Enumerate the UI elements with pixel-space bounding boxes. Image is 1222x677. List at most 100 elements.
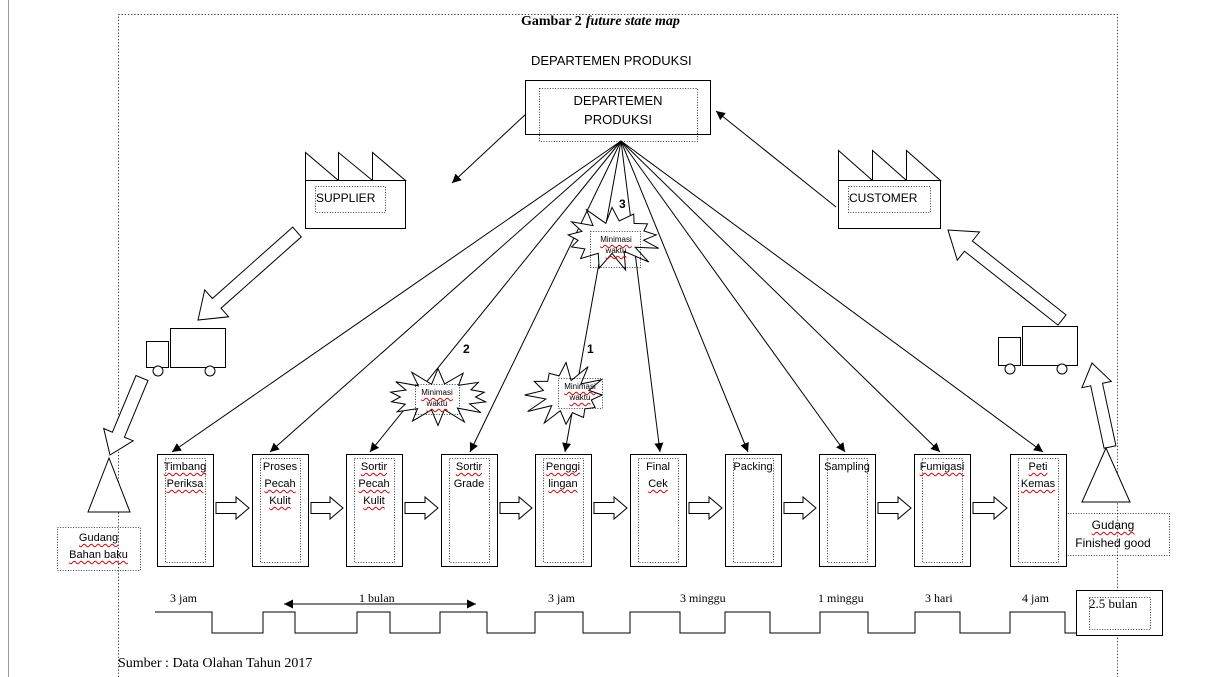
- process-label-line: Kulit: [363, 495, 385, 507]
- process-box-fumigasi: [914, 454, 971, 567]
- customer-label: CUSTOMER: [849, 191, 918, 205]
- process-label-line: Packing: [733, 461, 773, 473]
- process-label-line: Sampling: [824, 461, 870, 473]
- push-arrow-icon: [877, 495, 912, 521]
- timeline-label: 3 jam: [548, 591, 575, 605]
- push-arrow-icon: [310, 495, 344, 521]
- production-control-line: DEPARTEMEN: [573, 93, 663, 108]
- process-label-line: Sortir: [455, 461, 483, 473]
- process-label-line: Penggi: [545, 461, 581, 473]
- process-label-final-cek: Final Cek: [630, 459, 686, 493]
- production-control-inner-box: [539, 88, 698, 142]
- kaizen-label-line: waktu: [426, 399, 448, 408]
- kaizen-burst-3: [566, 206, 659, 272]
- schedule-line-fumigasi: [620, 140, 941, 453]
- process-label-line: Pecah: [358, 478, 390, 490]
- kaizen-label-line: Minimasi: [600, 235, 632, 244]
- push-arrow-icon: [499, 495, 533, 521]
- process-label-line: Timbang: [163, 461, 207, 473]
- kaizen-number-3: 3: [619, 197, 626, 211]
- shipment-arrow-supplier-to-truck: [197, 226, 303, 321]
- truck-icon: [146, 328, 226, 377]
- kaizen-label-2: Minimasi waktu: [411, 387, 463, 409]
- kaizen-number-1: 1: [587, 342, 594, 356]
- schedule-lines: [171, 140, 1044, 453]
- kaizen-label-3: Minimasi waktu: [590, 234, 642, 256]
- supplier-label: SUPPLIER: [316, 191, 376, 205]
- timeline-label: 3 minggu: [680, 591, 726, 605]
- push-arrow-icon: [783, 495, 817, 521]
- kaizen-label-line: Minimasi: [421, 388, 453, 397]
- process-label-line: Final: [646, 461, 670, 473]
- storage-label-line: Gudang: [1091, 518, 1135, 532]
- process-box-sortir-grade: [441, 454, 498, 567]
- process-label-line: Sortir: [360, 461, 388, 473]
- production-control-line: PRODUKSI: [584, 112, 652, 127]
- info-flow-to-supplier: [451, 112, 528, 184]
- process-box-proses-pecah-kulit: [252, 454, 309, 567]
- timeline-label: 3 hari: [925, 591, 953, 605]
- lead-time-total-inner-box: [1089, 597, 1151, 630]
- schedule-line-peti-kemas: [620, 140, 1044, 453]
- timeline-label: 4 jam: [1022, 591, 1049, 605]
- schedule-line-timbang-periksa: [171, 140, 622, 453]
- process-box-final-cek: [630, 454, 687, 567]
- process-label-line: Grade: [453, 478, 485, 490]
- storage-label-line: Finished good: [1075, 536, 1151, 550]
- kaizen-label-line: waktu: [569, 393, 591, 402]
- customer-factory-icon: [838, 149, 942, 229]
- schedule-line-sampling: [620, 140, 846, 453]
- timeline-label: 3 jam: [170, 591, 197, 605]
- storage-label-line: Gudang: [78, 532, 119, 544]
- info-flow-from-customer: [715, 110, 837, 208]
- process-box-peti-kemas: [1010, 454, 1067, 567]
- raw-material-storage-label: Gudang Bahan baku: [57, 530, 140, 564]
- production-control-label: DEPARTEMEN PRODUKSI: [539, 91, 697, 129]
- push-arrow-icon: [972, 495, 1008, 521]
- process-label-fumigasi: Fumigasi: [914, 459, 970, 476]
- process-label-line: lingan: [548, 478, 578, 490]
- push-arrow-icon: [688, 495, 723, 521]
- figure-frame: [118, 14, 1118, 677]
- process-box-timbang-periksa: [157, 454, 214, 567]
- kaizen-label-1: Minimasi waktu: [554, 381, 606, 403]
- raw-material-inventory-triangle-icon: [87, 456, 131, 513]
- kaizen-number-2: 2: [463, 342, 470, 356]
- process-label-line: Fumigasi: [919, 461, 965, 473]
- schedule-line-proses-pecah-kulit: [269, 140, 622, 453]
- kaizen-label-line: waktu: [605, 246, 627, 255]
- process-label-packing: Packing: [725, 459, 781, 476]
- kaizen-label-line: Minimasi: [564, 382, 596, 391]
- production-control-heading: DEPARTEMEN PRODUKSI: [531, 53, 692, 68]
- timeline-label: 1 bulan: [359, 591, 395, 605]
- process-label-penggilingan: Penggi lingan: [535, 459, 591, 493]
- timeline-label: 1 minggu: [818, 591, 864, 605]
- schedule-line-final-cek: [620, 140, 664, 453]
- truck-icon: [998, 326, 1078, 375]
- process-boxes: [157, 454, 1067, 567]
- process-label-proses-pecah-kulit: Proses Pecah Kulit: [252, 459, 308, 510]
- production-control-box: [525, 80, 711, 135]
- shipment-arrow-truck-to-customer: [947, 229, 1067, 326]
- lead-time-total-box: [1076, 590, 1163, 636]
- process-label-line: Periksa: [166, 478, 204, 490]
- finished-goods-storage-label: Gudang Finished good: [1057, 516, 1169, 552]
- shipment-arrow-finished-to-truck: [1081, 362, 1117, 449]
- process-label-line: Proses: [262, 461, 298, 473]
- process-label-line: Kemas: [1020, 478, 1056, 490]
- push-arrow-icon: [593, 495, 628, 521]
- supplier-factory-icon: [305, 151, 407, 229]
- finished-goods-inventory-triangle-icon: [1081, 446, 1131, 503]
- process-label-line: Kulit: [269, 495, 291, 507]
- push-arrow-icon: [404, 495, 439, 521]
- push-arrow-icon: [215, 495, 250, 521]
- storage-label-line: Bahan baku: [69, 549, 128, 561]
- process-label-sortir-pecah-kulit: Sortir Pecah Kulit: [346, 459, 402, 510]
- process-label-timbang-periksa: Timbang Periksa: [157, 459, 213, 493]
- push-arrows: [215, 495, 1008, 521]
- kaizen-burst-2: [389, 367, 488, 427]
- schedule-line-packing: [620, 140, 749, 453]
- process-label-peti-kemas: Peti Kemas: [1010, 459, 1066, 493]
- figure-caption-title: future state map: [585, 14, 680, 29]
